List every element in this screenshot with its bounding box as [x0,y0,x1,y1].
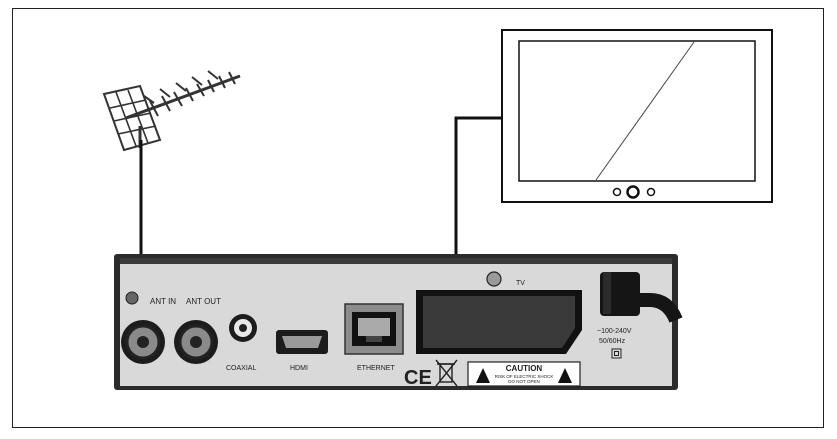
power-cable-icon [600,272,683,323]
caution-line-2: DO NOT OPEN [508,379,539,384]
coaxial-connector [229,314,257,342]
caution-line-1: RISK OF ELECTRIC SHOCK [495,374,554,379]
caution-title: CAUTION [506,364,543,373]
warning-triangle-icon [558,368,572,383]
hdmi-label: HDMI [290,365,308,372]
ant-out-label: ANT OUT [186,297,221,306]
weee-bin-icon [435,359,458,387]
scart-tv-connector [416,290,582,354]
ant-in-connector [121,320,165,364]
tv-label: TV [516,280,525,287]
ant-out-connector [174,320,218,364]
ce-mark: CE [404,367,432,389]
ethernet-label: ETHERNET [357,365,395,372]
diagram-frame [12,8,824,428]
tv-icon [501,29,773,203]
caution-label: CAUTION RISK OF ELECTRIC SHOCK DO NOT OP… [467,361,581,387]
ant-screw [125,291,139,305]
power-spec-voltage: ~100-240V [597,328,632,335]
ethernet-connector [344,303,404,355]
hdmi-connector [276,330,328,354]
antenna-icon [102,70,241,152]
tv-screw [486,271,502,287]
coaxial-label: COAXIAL [226,365,256,372]
power-spec-frequency: 50/60Hz [599,338,626,345]
tv-cable [454,116,502,282]
warning-triangle-icon [476,368,490,383]
ant-in-label: ANT IN [150,297,176,306]
double-insulation-icon [611,348,622,359]
